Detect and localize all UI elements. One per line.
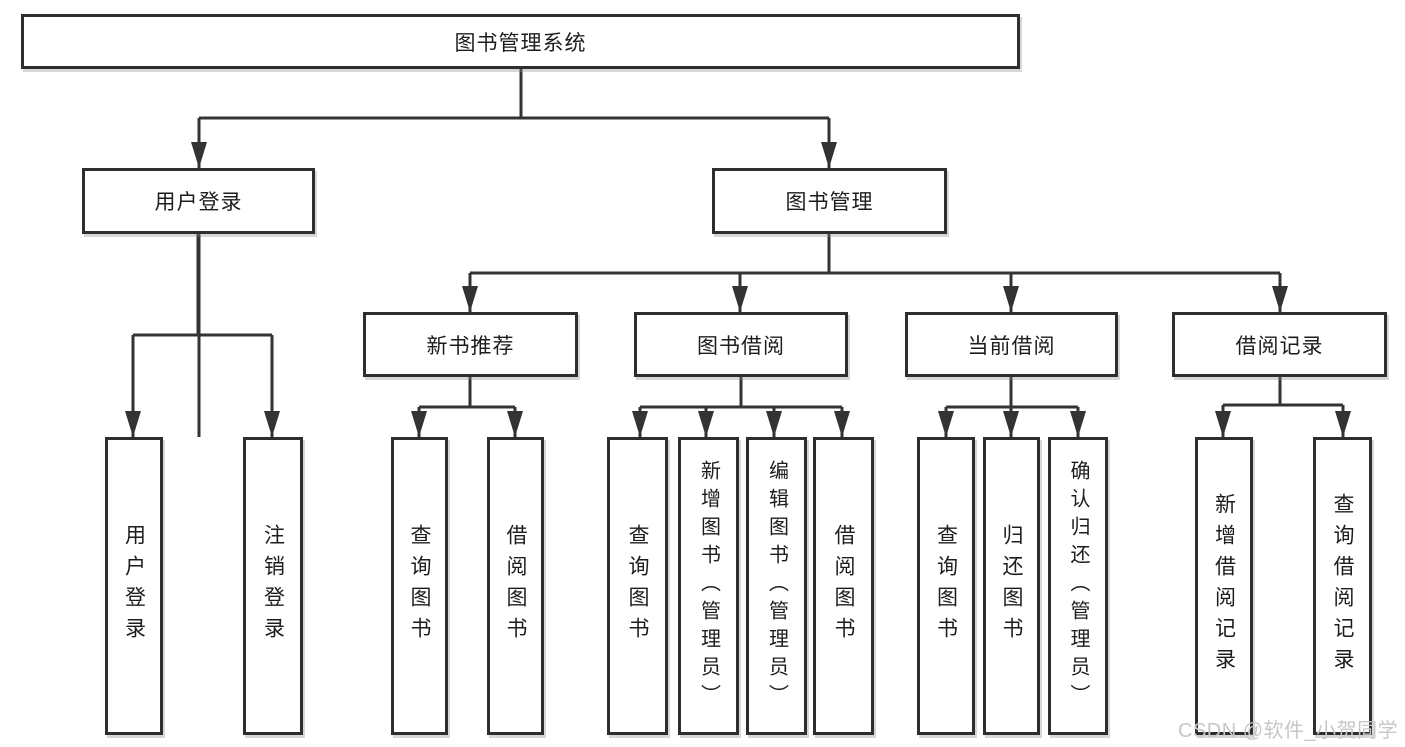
- node-root-system: 图书管理系统: [21, 14, 1020, 69]
- leaf-label: 归还图书: [1000, 524, 1023, 648]
- leaf-label: 查询图书: [934, 524, 958, 648]
- leaf-label: 注销登录: [261, 524, 285, 648]
- node-borrow-records: 借阅记录: [1172, 312, 1387, 377]
- leaf-user-login: 用户登录: [105, 437, 163, 735]
- leaf-label: 查询图书: [408, 524, 431, 648]
- leaf-label: 查询图书: [626, 524, 649, 648]
- leaf-add-books-admin: 新增图书（管理员）: [678, 437, 739, 735]
- tree-edges: [131, 68, 1345, 437]
- csdn-watermark: CSDN @软件_小贺同学: [1178, 720, 1399, 742]
- leaf-label: 借阅图书: [504, 524, 527, 648]
- leaf-add-borrow-record: 新增借阅记录: [1195, 437, 1253, 735]
- node-label: 图书管理: [785, 191, 874, 214]
- node-label: 新书推荐: [426, 334, 515, 358]
- node-label: 借阅记录: [1235, 334, 1324, 358]
- leaf-return-books: 归还图书: [983, 437, 1040, 735]
- leaf-label: 确认归还（管理员）: [1067, 460, 1089, 712]
- node-label: 图书借阅: [697, 334, 785, 358]
- leaf-label: 查询借阅记录: [1331, 493, 1354, 679]
- leaf-label: 新增借阅记录: [1212, 493, 1236, 679]
- leaf-query-books-recommend: 查询图书: [391, 437, 448, 735]
- leaf-label: 新增图书（管理员）: [697, 460, 720, 712]
- leaf-confirm-return-admin: 确认归还（管理员）: [1048, 437, 1108, 735]
- node-book-management: 图书管理: [712, 168, 947, 234]
- node-new-book-recommend: 新书推荐: [363, 312, 578, 377]
- leaf-borrow-books: 借阅图书: [813, 437, 874, 735]
- leaf-label: 编辑图书（管理员）: [765, 460, 788, 712]
- arrowheads: [125, 142, 1351, 437]
- leaf-query-books-current: 查询图书: [917, 437, 975, 735]
- node-label: 图书管理系统: [454, 31, 587, 55]
- node-user-login: 用户登录: [82, 168, 315, 234]
- node-current-borrowing: 当前借阅: [905, 312, 1118, 377]
- leaf-query-books-borrowing: 查询图书: [607, 437, 668, 735]
- leaf-query-borrow-record: 查询借阅记录: [1313, 437, 1372, 735]
- node-label: 当前借阅: [967, 334, 1056, 358]
- leaf-logout: 注销登录: [243, 437, 303, 735]
- leaf-edit-books-admin: 编辑图书（管理员）: [746, 437, 807, 735]
- leaf-borrow-books-recommend: 借阅图书: [487, 437, 544, 735]
- node-label: 用户登录: [154, 191, 243, 214]
- leaf-label: 借阅图书: [832, 524, 855, 648]
- node-book-borrowing: 图书借阅: [634, 312, 848, 377]
- leaf-label: 用户登录: [122, 524, 146, 648]
